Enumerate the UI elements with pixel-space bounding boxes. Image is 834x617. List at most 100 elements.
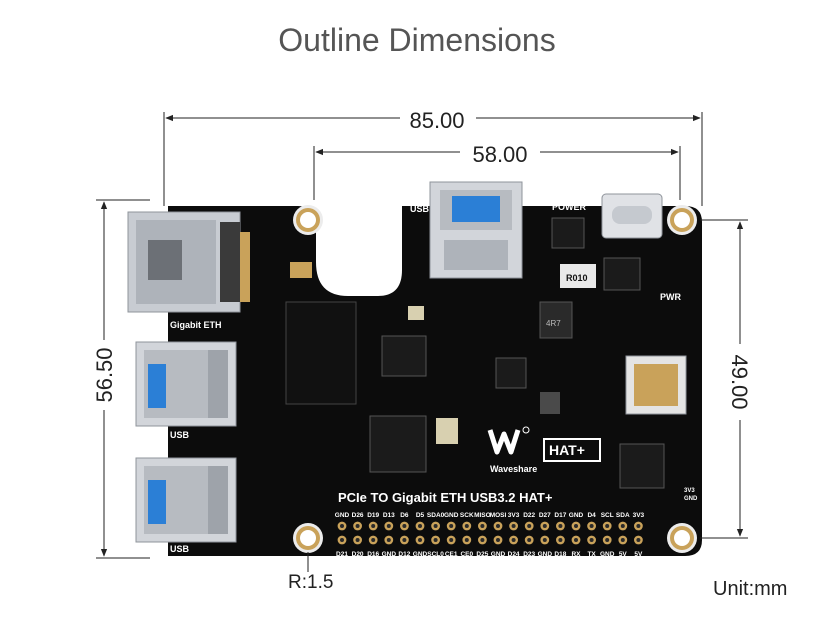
rj45-ethernet-port — [127, 211, 250, 313]
pcb-board — [168, 206, 702, 556]
pin-label-top: D4 — [587, 512, 596, 519]
header-pin-hole — [340, 524, 344, 528]
gpio-header — [337, 521, 643, 545]
pin-label-bottom: D16 — [367, 551, 379, 558]
pin-label-top: D26 — [352, 512, 364, 519]
header-pin-hole — [449, 538, 454, 542]
pin-label-top: MISO — [474, 512, 491, 519]
header-pin-hole — [542, 538, 547, 542]
pin-label-bottom: 5V — [619, 551, 628, 558]
pin-label-top: SCK — [460, 512, 474, 519]
pin-label-bottom: D24 — [508, 551, 520, 558]
header-pin-hole — [496, 538, 500, 542]
pin-label-top: GND — [444, 512, 459, 519]
label-usb-left-top: USB — [170, 430, 190, 440]
hat-badge-text: HAT+ — [549, 442, 585, 458]
header-pin-hole — [433, 524, 438, 528]
label-pwr: PWR — [660, 292, 681, 302]
header-pin-hole — [371, 538, 376, 542]
header-pin-hole — [605, 538, 610, 542]
waveshare-logo — [487, 426, 530, 455]
header-pin-hole — [511, 524, 516, 528]
label-connector-gnd: GND — [684, 496, 698, 502]
brand-name: Waveshare — [490, 464, 537, 474]
header-pin-hole — [480, 524, 485, 528]
fpc-connector — [625, 355, 687, 415]
label-connector-3v3: 3V3 — [684, 488, 695, 494]
dimension-overall-height: 56.50 — [92, 347, 117, 402]
pin-label-top: D27 — [539, 512, 551, 519]
header-pin-hole — [386, 538, 391, 542]
pin-label-top: D6 — [400, 512, 409, 519]
dimension-hole-width: 58.00 — [472, 142, 527, 167]
header-pin-hole — [527, 538, 532, 542]
header-pin-hole — [558, 538, 563, 542]
header-pin-hole — [371, 524, 376, 528]
header-pin-hole — [355, 538, 360, 542]
header-pin-hole — [355, 524, 360, 528]
usb-c-power-port — [601, 193, 663, 239]
label-usb-top: USB — [410, 204, 430, 214]
header-pin-hole — [636, 524, 641, 528]
header-pin-hole — [605, 524, 610, 528]
pcb-chips — [285, 217, 665, 489]
pin-label-bottom: D23 — [523, 551, 535, 558]
mounting-hole-bottom-left — [293, 523, 323, 553]
pin-label-bottom: RX — [571, 551, 581, 558]
mounting-hole-top-right — [667, 205, 697, 235]
pin-label-bottom: D20 — [352, 551, 364, 558]
pin-label-top: D13 — [383, 512, 395, 519]
header-pin-hole — [511, 538, 516, 542]
pin-label-top: D5 — [416, 512, 425, 519]
header-pin-hole — [620, 524, 625, 528]
header-pin-hole — [574, 524, 578, 528]
header-pin-hole — [527, 524, 532, 528]
product-name: PCIe TO Gigabit ETH USB3.2 HAT+ — [338, 490, 553, 505]
pin-label-top: D19 — [367, 512, 379, 519]
header-pin-hole — [589, 524, 594, 528]
mounting-hole-bottom-right — [667, 523, 697, 553]
header-pin-hole — [386, 524, 391, 528]
header-pin-hole — [402, 524, 407, 528]
dimension-hole-height: 49.00 — [727, 354, 752, 409]
header-pin-hole — [402, 538, 407, 542]
pin-label-bottom: D21 — [336, 551, 348, 558]
pin-label-bottom: GND — [538, 551, 553, 558]
pin-label-top: SDA0 — [427, 512, 445, 519]
usb-port-top — [429, 181, 523, 279]
pin-label-bottom: D25 — [476, 551, 488, 558]
header-pin-hole — [433, 538, 438, 542]
header-pin-hole — [449, 524, 454, 528]
pin-label-bottom: GND — [413, 551, 428, 558]
header-pin-hole — [589, 538, 594, 542]
pin-label-bottom: D12 — [398, 551, 410, 558]
dimension-overall-width: 85.00 — [409, 108, 464, 133]
pin-label-top: 3V3 — [508, 512, 520, 519]
pin-label-bottom: GND — [382, 551, 397, 558]
label-power: POWER — [552, 202, 587, 212]
mounting-hole-top-left — [293, 205, 323, 235]
header-pin-hole — [558, 524, 563, 528]
header-pin-hole — [464, 524, 469, 528]
header-pin-hole — [574, 538, 578, 542]
header-pin-hole — [480, 538, 485, 542]
pin-label-bottom: GND — [491, 551, 506, 558]
label-gigabit-eth: Gigabit ETH — [170, 320, 222, 330]
pin-label-top: MOSI — [490, 512, 507, 519]
usb-port-left-top — [135, 341, 237, 427]
diagram-title: Outline Dimensions — [278, 22, 556, 58]
header-pin-hole — [340, 538, 344, 542]
pin-label-bottom: CE0 — [460, 551, 473, 558]
unit-label: Unit:mm — [713, 578, 788, 600]
label-resistor: R010 — [566, 273, 588, 283]
pin-label-top: SDA — [616, 512, 630, 519]
pin-label-bottom: 5V — [634, 551, 643, 558]
pin-label-top: GND — [335, 512, 350, 519]
label-usb-left-bottom: USB — [170, 544, 190, 554]
header-pin-hole — [636, 538, 641, 542]
pin-label-top: D17 — [554, 512, 566, 519]
